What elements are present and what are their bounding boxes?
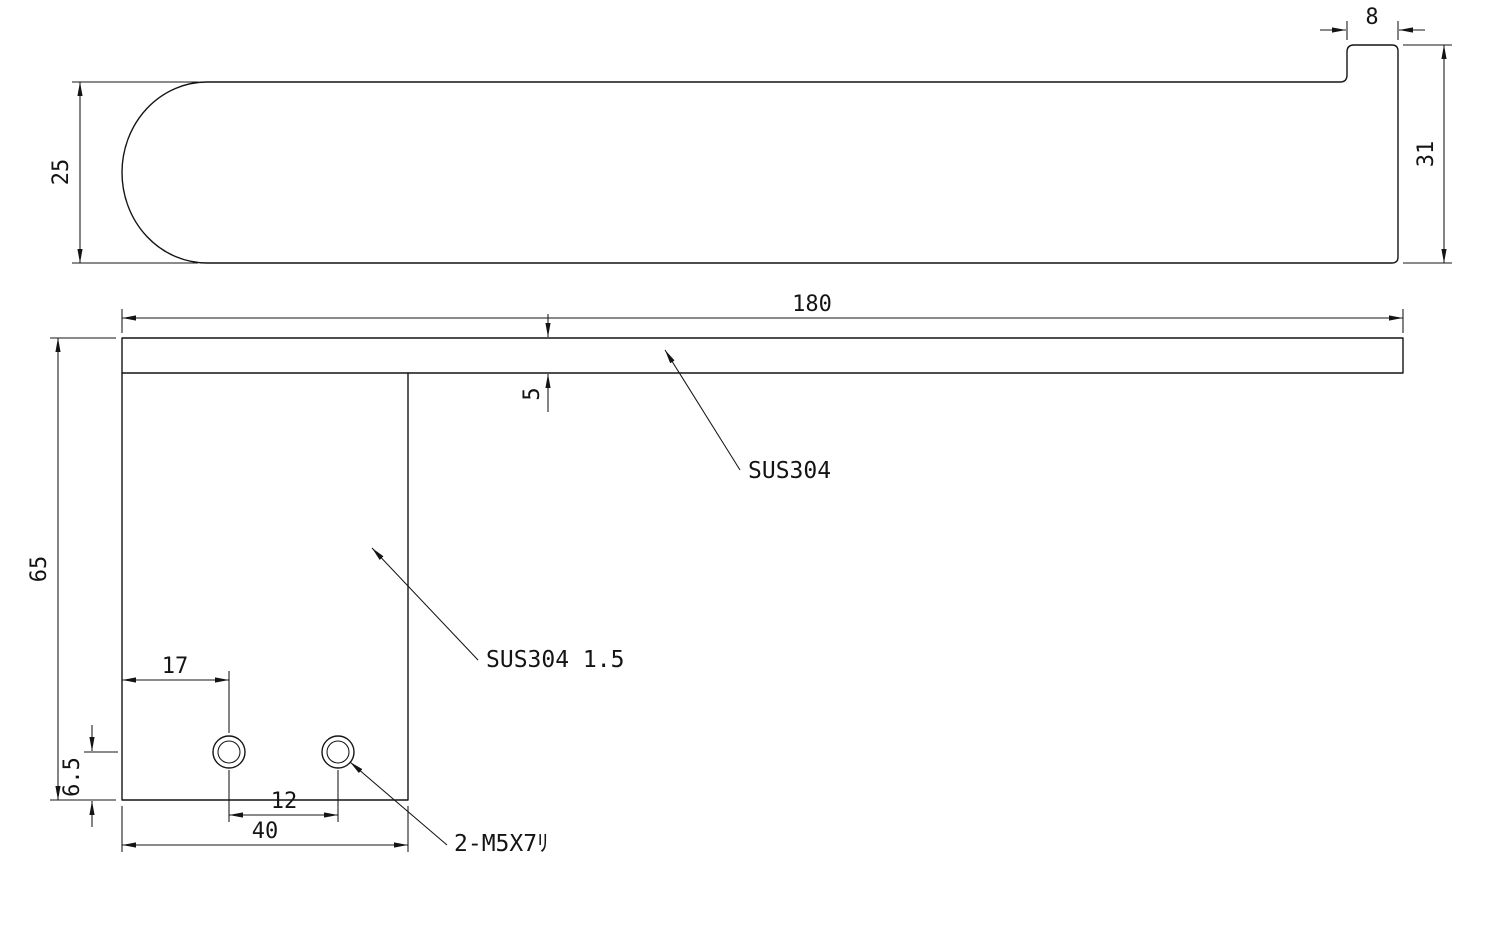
dim-bracket-width: 40 — [121, 806, 409, 852]
side-view-outline — [121, 44, 1399, 264]
leader-line — [371, 547, 479, 661]
dim-text-right-end-height: 31 — [1414, 141, 1439, 168]
dim-text-hole-offset-y: 6.5 — [60, 757, 85, 797]
dim-text-shelf-thickness: 5 — [520, 387, 545, 400]
hole-inner-circle — [217, 740, 241, 764]
tapped-hole-1 — [212, 735, 246, 769]
dim-left-end-height: 25 — [49, 81, 198, 264]
hole-outer-circle — [212, 735, 246, 769]
side-profile-view: 25 8 31 — [49, 5, 1452, 264]
leader-bracket-material: SUS304 1.5 — [371, 547, 624, 673]
front-view: 180 5 65 17 6.5 — [27, 292, 1404, 857]
dim-text-overall-length: 180 — [792, 292, 832, 317]
label-hole-spec: 2-M5X7ﾘ — [454, 831, 549, 857]
dim-hole-offset-x: 17 — [122, 654, 230, 733]
dim-shelf-thickness: 5 — [520, 314, 551, 412]
front-view-outline — [121, 337, 1404, 801]
dim-hole-offset-y: 6.5 — [60, 725, 118, 827]
dim-text-left-end-height: 25 — [49, 159, 74, 186]
dim-text-bracket-width: 40 — [252, 819, 279, 844]
leader-line — [349, 761, 448, 846]
dim-text-step-width: 8 — [1365, 5, 1378, 30]
hole-outer-circle — [321, 735, 355, 769]
label-shelf-material: SUS304 — [748, 458, 831, 484]
leader-hole-spec: 2-M5X7ﾘ — [349, 761, 549, 857]
dim-text-bracket-height: 65 — [27, 556, 52, 583]
tapped-hole-2 — [321, 735, 355, 769]
dim-overall-length: 180 — [121, 292, 1404, 333]
label-bracket-material: SUS304 1.5 — [486, 647, 624, 673]
hole-inner-circle — [326, 740, 350, 764]
dim-text-hole-offset-x: 17 — [162, 654, 189, 679]
leader-line — [664, 349, 741, 471]
leader-shelf-material: SUS304 — [664, 349, 831, 484]
dim-right-end-height: 31 — [1403, 44, 1452, 264]
dim-text-hole-spacing: 12 — [271, 789, 298, 814]
dim-bracket-height: 65 — [27, 337, 116, 801]
dim-step-width: 8 — [1320, 5, 1425, 40]
dim-hole-spacing: 12 — [228, 770, 339, 822]
